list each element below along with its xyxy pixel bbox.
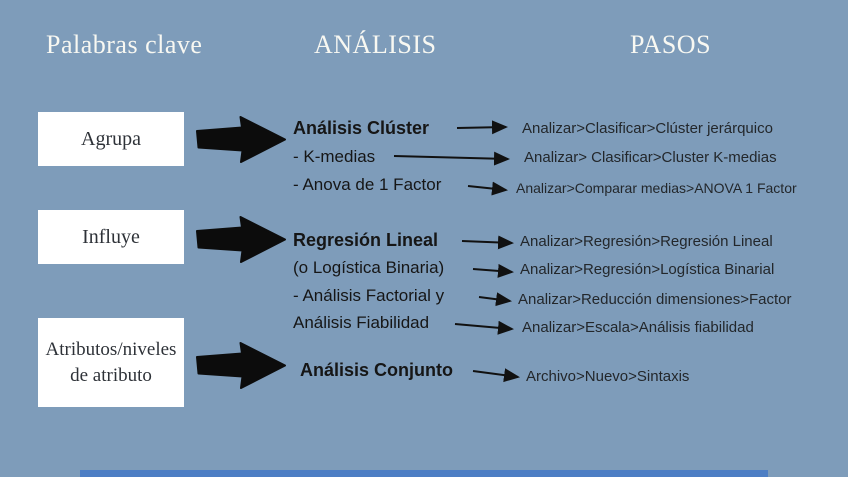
keyword-box-atributos: Atributos/niveles de atributo <box>38 318 184 407</box>
step-path-item: Archivo>Nuevo>Sintaxis <box>526 368 690 385</box>
analysis-item: - Análisis Factorial y <box>293 286 445 305</box>
step-path-item: Analizar>Escala>Análisis fiabilidad <box>522 319 754 336</box>
analysis-item: Análisis Fiabilidad <box>293 313 430 332</box>
analysis-item: - K-medias <box>293 147 376 166</box>
thick-arrow-icon <box>196 216 286 263</box>
keyword-box-influye: Influye <box>38 210 184 264</box>
analysis-item: (o Logística Binaria) <box>293 258 445 277</box>
step-path-item: Analizar>Clasificar>Clúster jerárquico <box>522 120 773 137</box>
thick-arrow-icon <box>196 342 286 389</box>
analysis-item: - Anova de 1 Factor <box>293 175 442 194</box>
keyword-label: Agrupa <box>81 127 141 150</box>
thick-arrow-icon <box>196 116 286 163</box>
analysis-item: Regresión Lineal <box>293 230 439 250</box>
keyword-box-agrupa: Agrupa <box>38 112 184 166</box>
keyword-label: Atributos/niveles de atributo <box>45 338 177 386</box>
bottom-accent-bar <box>80 470 768 477</box>
step-path-item: Analizar>Regresión>Regresión Lineal <box>520 233 773 250</box>
keyword-label: Influye <box>82 225 140 248</box>
step-path-item: Analizar> Clasificar>Cluster K-medias <box>524 149 777 166</box>
steps-column-header: PASOS <box>630 30 712 59</box>
analysis-item: Análisis Conjunto <box>300 360 453 380</box>
analysis-column-header: ANÁLISIS <box>314 30 437 59</box>
step-path-item: Analizar>Comparar medias>ANOVA 1 Factor <box>516 180 797 196</box>
step-path-item: Analizar>Regresión>Logística Binarial <box>520 261 775 278</box>
keywords-column-header: Palabras clave <box>46 30 203 59</box>
analysis-item: Análisis Clúster <box>293 118 430 138</box>
step-path-item: Analizar>Reducción dimensiones>Factor <box>518 291 792 308</box>
